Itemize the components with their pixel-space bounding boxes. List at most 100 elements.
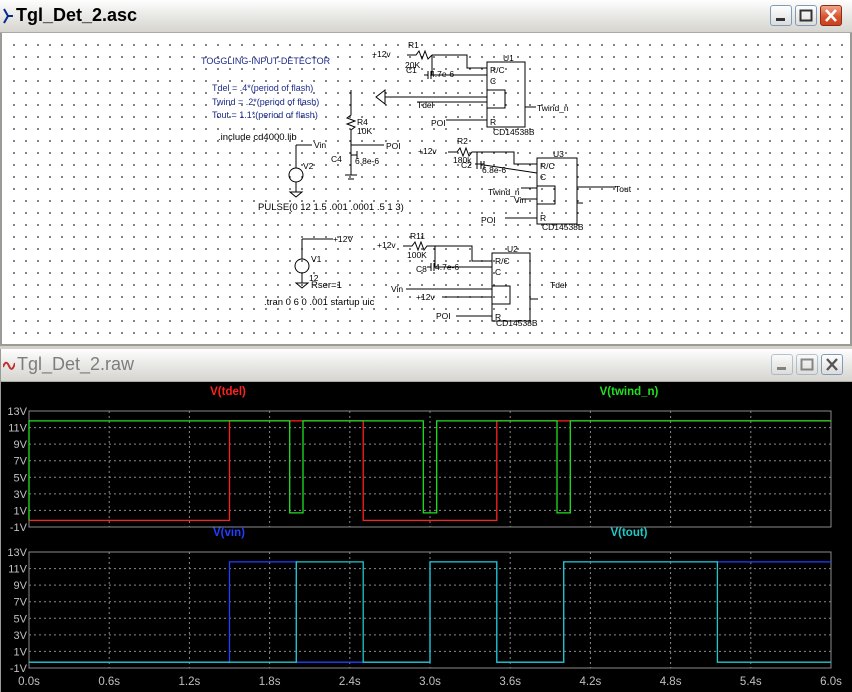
x-tick-label: 4.2s [580, 676, 602, 688]
y-tick-label: 9V [14, 439, 28, 451]
u1-rc: R/C [490, 65, 505, 75]
c2-value: 6.8e-6 [482, 165, 506, 175]
param-twind: Twind = .2*(period of flash) [212, 97, 319, 107]
v1-label: V1 [311, 254, 322, 264]
v2-label: V2 [303, 161, 314, 171]
trace-vtdel [29, 420, 831, 522]
param-tout: Tout = 1.1*(period of flash) [212, 110, 318, 120]
x-tick-label: 1.8s [259, 676, 281, 688]
v1-source [294, 238, 333, 289]
u2-part: CD14538B [496, 318, 538, 328]
c1-label: C1 [406, 65, 417, 75]
y-tick-label: 1V [14, 505, 28, 517]
x-tick-label: 1.2s [179, 676, 201, 688]
u2-vin-in: Vin [391, 284, 403, 294]
x-tick-label: 3.0s [419, 676, 441, 688]
rser-label: Rser=1 [311, 280, 342, 291]
u1-block [375, 49, 536, 128]
y-tick-label: 13V [7, 547, 27, 559]
maximize-button[interactable] [795, 5, 817, 26]
schematic-canvas[interactable]: TOGGLING-INPUT-DETECTOR Tdel = .4*(perio… [6, 35, 848, 341]
y-tick-label: -1V [10, 522, 28, 534]
y-tick-label: 3V [14, 630, 28, 642]
schematic-drawing: TOGGLING-INPUT-DETECTOR Tdel = .4*(perio… [201, 40, 632, 328]
r4-label: R4 [357, 117, 368, 127]
maximize-icon [800, 358, 814, 371]
pulse-directive: PULSE(0 12 1.5 .001 .0001 .5 1 3) [258, 202, 404, 213]
y-tick-label: 13V [7, 406, 27, 418]
u2-poi-in: POI [436, 311, 451, 321]
c2-label: C2 [461, 160, 472, 170]
schematic-window: Tgl_Det_2.asc TOGGLING-INPUT-DETECTOR Td… [0, 0, 852, 346]
y-tick-label: 11V [8, 564, 27, 576]
u3-vin-in: Vin [514, 195, 526, 205]
waveform-titlebar[interactable]: Tgl_Det_2.raw [1, 349, 852, 382]
u3-twind-in: Twind_n [488, 187, 520, 197]
param-tdel: Tdel = .4*(period of flash) [212, 83, 313, 93]
y-tick-label: 3V [14, 489, 28, 501]
close-button[interactable] [820, 5, 842, 26]
plus12v-u1: +12v [372, 49, 391, 59]
u2-c: C [495, 267, 501, 277]
c4-value: 6.8e-6 [355, 156, 379, 166]
u3-rc: R/C [540, 161, 555, 171]
u2-rc: R/C [495, 256, 510, 266]
r4-c4 [345, 90, 384, 180]
wave-maximize-button[interactable] [796, 354, 818, 375]
r1-value: 20K [405, 60, 420, 70]
v1-value: 12 [309, 273, 319, 283]
x-tick-label: 6.0s [820, 676, 842, 688]
schematic-heading: TOGGLING-INPUT-DETECTOR [201, 56, 331, 66]
plus12v-u3: +12v [418, 146, 437, 156]
u1-twind-out: Twind_n [537, 103, 569, 113]
u2-tdel-out: Tdel [550, 280, 567, 290]
trace-vtwind_n [28, 420, 831, 521]
minimize-button[interactable] [770, 5, 792, 26]
u1-r: R [490, 117, 496, 127]
waveform-title: Tgl_Det_2.raw [17, 354, 135, 374]
maximize-icon [799, 9, 813, 22]
u3-block [448, 146, 616, 225]
u2-plus12v-in: +12v [416, 292, 435, 302]
u3-label: U3 [553, 149, 564, 159]
c1-value: 4.7e-6 [430, 69, 454, 79]
poi-label: POI [386, 141, 401, 151]
plus12v-u2: +12v [377, 240, 396, 250]
ltspice-schematic-icon [3, 8, 13, 24]
x-tick-label: 4.8s [660, 676, 682, 688]
y-tick-label: 7V [14, 597, 28, 609]
include-directive: .include cd4000.lib [218, 132, 297, 143]
u1-poi-in: POI [431, 118, 446, 128]
y-tick-label: 1V [14, 646, 28, 658]
y-tick-label: 5V [14, 613, 28, 625]
r2-value: 180k [453, 155, 472, 165]
close-icon [826, 358, 838, 371]
c4-label: C4 [331, 154, 342, 164]
wave-close-button[interactable] [821, 354, 843, 375]
trace-vtout [29, 561, 831, 663]
r1-label: R1 [408, 40, 419, 50]
schematic-titlebar[interactable]: Tgl_Det_2.asc [0, 0, 852, 33]
waveform-icon [3, 361, 15, 370]
u3-r: R [540, 213, 546, 223]
x-tick-label: 3.6s [499, 676, 521, 688]
close-icon [825, 9, 837, 22]
u3-c: C [540, 172, 546, 182]
minimize-icon [777, 367, 786, 370]
x-tick-label: 5.4s [740, 676, 762, 688]
u2-block [403, 240, 538, 322]
u3-tout-out: Tout [615, 184, 632, 194]
c8-value: 4.7e-6 [435, 262, 459, 272]
r2-label: R2 [457, 136, 468, 146]
u1-label: U1 [503, 53, 514, 63]
y-tick-label: 11V [8, 423, 27, 435]
wave-minimize-button[interactable] [771, 354, 793, 375]
x-tick-label: 0.0s [18, 676, 40, 688]
u2-label: U2 [507, 244, 518, 254]
legend-vtwind_n: V(twind_n) [600, 386, 659, 398]
